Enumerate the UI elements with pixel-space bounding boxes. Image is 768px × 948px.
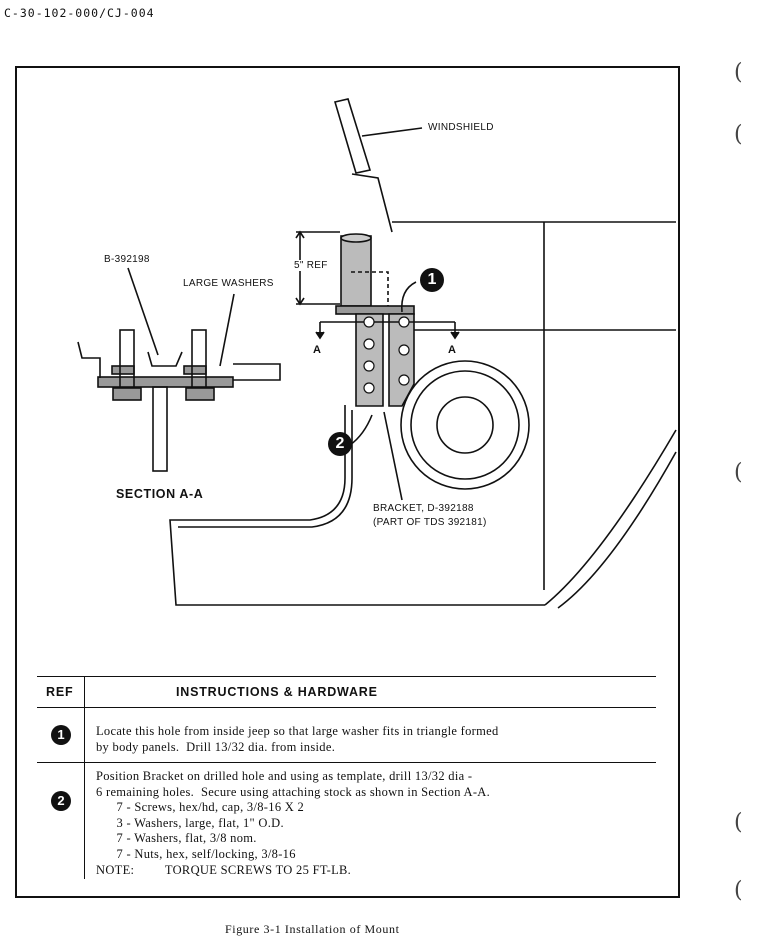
figure-frame — [15, 66, 680, 898]
binder-mark-icon: ( — [734, 122, 743, 147]
part-b-label: B-392198 — [104, 254, 150, 265]
windshield-lower — [351, 173, 393, 233]
callout-2-icon: 2 — [328, 432, 352, 456]
binder-mark-icon: ( — [734, 810, 743, 835]
instruction-2-line-3: 7 - Screws, hex/hd, cap, 3/8-16 X 2 — [96, 800, 305, 815]
table-top-rule — [37, 676, 656, 677]
binder-mark-icon: ( — [734, 60, 743, 85]
table-column-rule — [84, 676, 85, 879]
instruction-1-line-1: Locate this hole from inside jeep so tha… — [96, 724, 499, 738]
large-washers-label: LARGE WASHERS — [183, 278, 274, 289]
instruction-2-line-4: 3 - Washers, large, flat, 1" O.D. — [96, 815, 284, 830]
callout-1-icon: 1 — [420, 268, 444, 292]
section-a-right-label: A — [448, 344, 457, 356]
table-title-header: INSTRUCTIONS & HARDWARE — [176, 685, 378, 699]
instruction-2-note: NOTE: TORQUE SCREWS TO 25 FT-LB. — [96, 862, 352, 877]
instruction-2-line-6: 7 - Nuts, hex, self/locking, 3/8-16 — [96, 847, 296, 861]
table-row-rule — [37, 762, 656, 763]
bracket-part-label: (PART OF TDS 392181) — [373, 517, 487, 528]
table-header-rule — [37, 707, 656, 708]
windshield-label: WINDSHIELD — [428, 122, 494, 133]
binder-mark-icon: ( — [734, 460, 743, 485]
instruction-2-line-1: Position Bracket on drilled hole and usi… — [96, 769, 473, 783]
ref-1-badge-icon: 1 — [51, 725, 71, 745]
ref-2-badge-icon: 2 — [51, 791, 71, 811]
section-a-left-label: A — [313, 344, 322, 356]
document-id: C-30-102-000/CJ-004 — [4, 6, 155, 20]
section-title: SECTION A-A — [116, 487, 204, 501]
instruction-2-line-2: 6 remaining holes. Secure using attachin… — [96, 784, 491, 799]
instruction-2-line-5: 7 - Washers, flat, 3/8 nom. — [96, 831, 257, 846]
windshield-frame — [333, 98, 372, 174]
figure-caption: Figure 3-1 Installation of Mount — [225, 922, 400, 936]
bracket-label: BRACKET, D-392188 — [373, 503, 474, 514]
binder-mark-icon: ( — [734, 878, 743, 903]
ref-dimension-label: 5" REF — [294, 260, 328, 271]
table-ref-header: REF — [46, 685, 74, 699]
instruction-1-line-2: by body panels. Drill 13/32 dia. from in… — [96, 739, 336, 754]
